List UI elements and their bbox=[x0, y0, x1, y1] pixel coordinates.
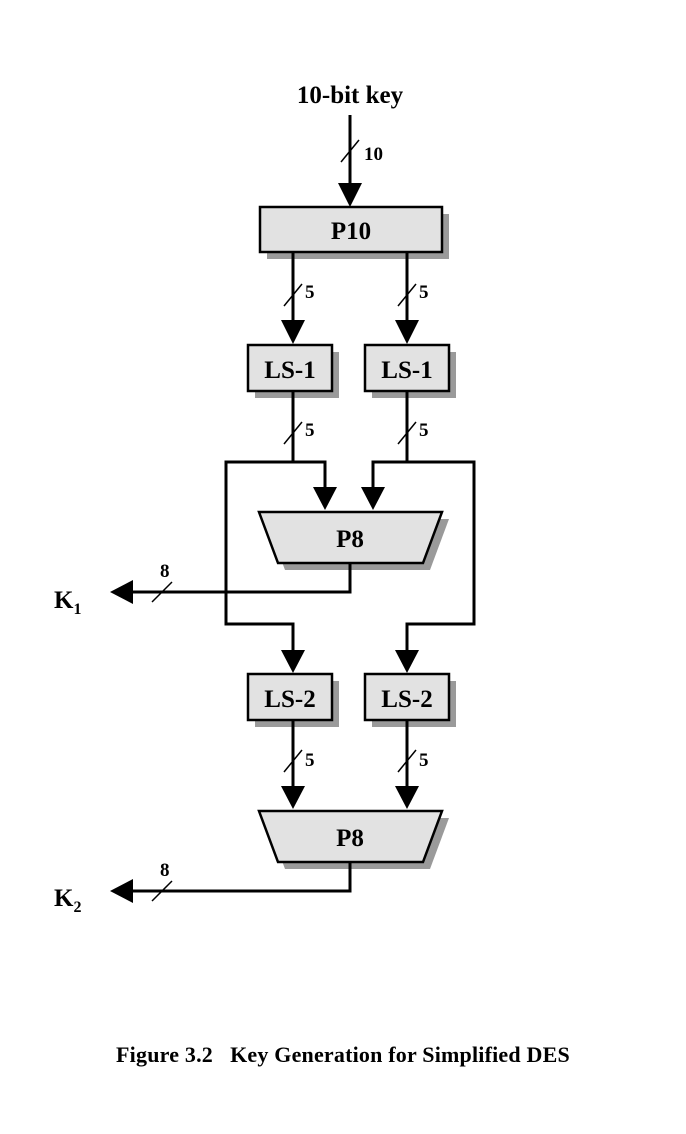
split-width-right: 5 bbox=[419, 282, 429, 303]
p8-top-box bbox=[257, 510, 449, 570]
p10-to-ls1-wires bbox=[281, 252, 419, 344]
p8-top-label: P8 bbox=[336, 526, 364, 553]
k1-label: K1 bbox=[54, 587, 81, 618]
input-key-label: 10-bit key bbox=[297, 82, 404, 109]
p8-bottom-label: P8 bbox=[336, 825, 364, 852]
ls2-left-box bbox=[246, 672, 339, 727]
input-wire bbox=[338, 115, 362, 207]
ls2-right-box bbox=[363, 672, 456, 727]
figure-caption: Figure 3.2 Key Generation for Simplified… bbox=[0, 1042, 686, 1068]
ls2-output-wires bbox=[281, 720, 419, 809]
ls1-left-label: LS-1 bbox=[264, 357, 315, 384]
ls1-out-width-right: 5 bbox=[419, 420, 429, 441]
ls1-out-width-left: 5 bbox=[305, 420, 315, 441]
p10-box bbox=[258, 205, 449, 259]
figure-number: Figure 3.2 bbox=[116, 1042, 213, 1067]
ls2-left-label: LS-2 bbox=[264, 686, 315, 713]
k2-width-label: 8 bbox=[160, 860, 170, 881]
k2-label: K2 bbox=[54, 885, 81, 916]
ls1-output-wires bbox=[224, 391, 476, 673]
figure-title: Key Generation for Simplified DES bbox=[230, 1042, 570, 1067]
ls1-right-label: LS-1 bbox=[381, 357, 432, 384]
ls2-right-label: LS-2 bbox=[381, 686, 432, 713]
k1-output-wire bbox=[110, 563, 352, 604]
input-width-label: 10 bbox=[364, 144, 383, 165]
ls2-out-width-right: 5 bbox=[419, 750, 429, 771]
split-width-left: 5 bbox=[305, 282, 315, 303]
ls1-right-box bbox=[363, 343, 456, 398]
k2-output-wire bbox=[110, 862, 352, 903]
ls1-left-box bbox=[246, 343, 339, 398]
k1-width-label: 8 bbox=[160, 561, 170, 582]
p8-bottom-box bbox=[257, 809, 449, 869]
p10-label: P10 bbox=[331, 218, 371, 245]
ls2-out-width-left: 5 bbox=[305, 750, 315, 771]
